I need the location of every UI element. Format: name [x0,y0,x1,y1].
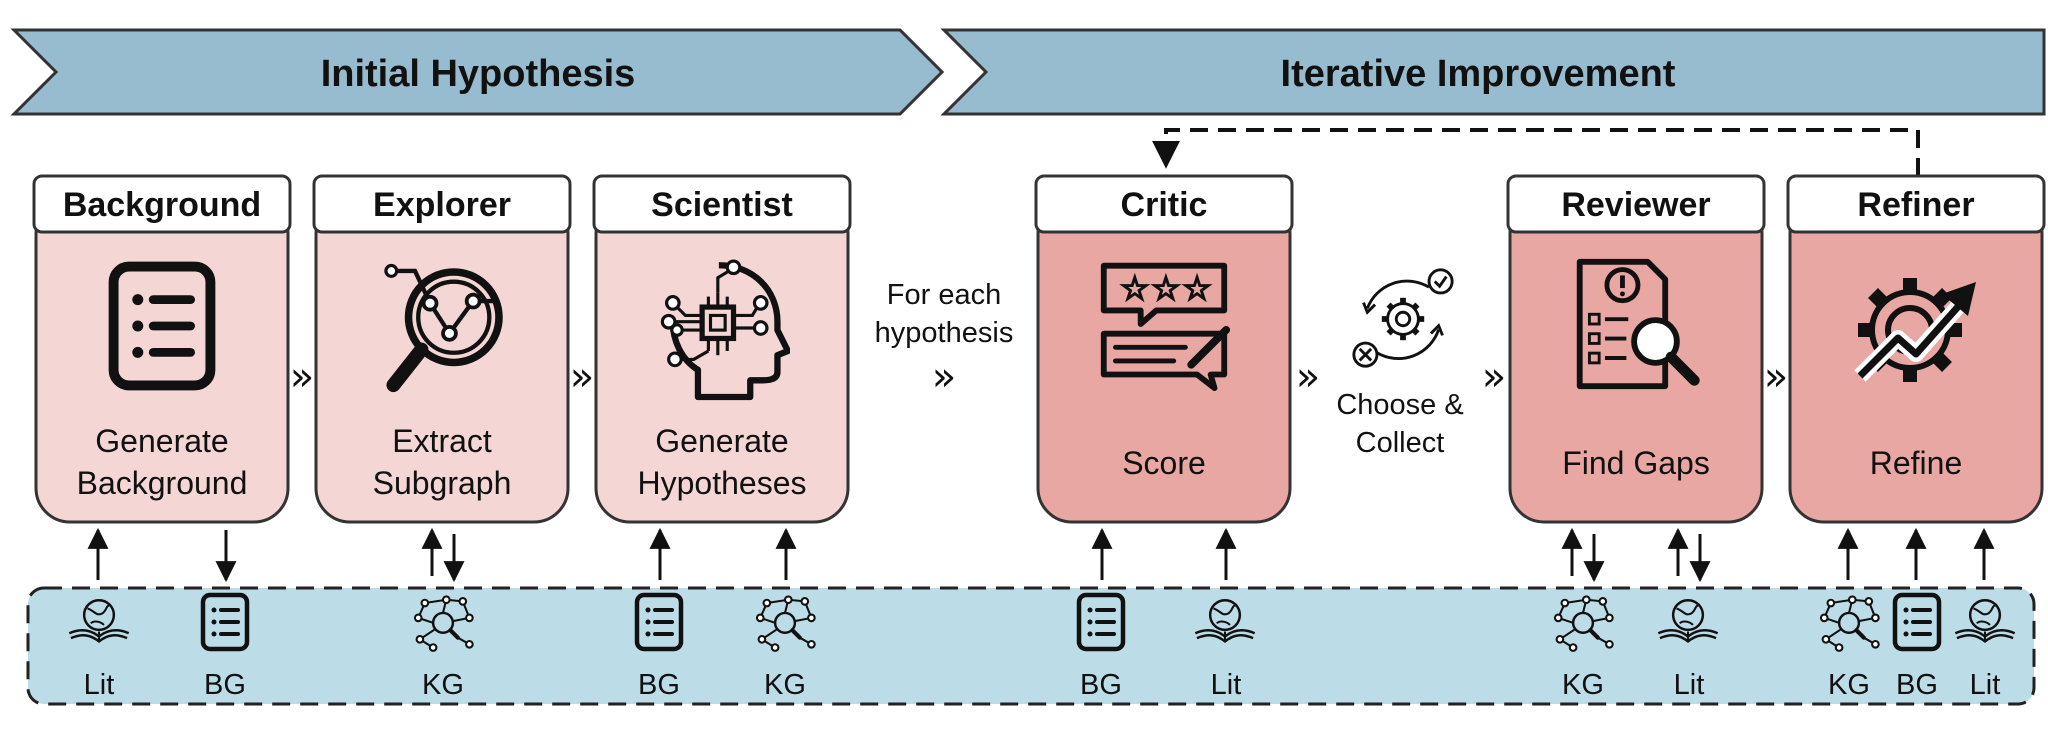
agent-action-line1: Find Gaps [1562,445,1710,481]
resource-label: Lit [1674,669,1705,701]
agent-action-line2: Subgraph [373,465,512,501]
resource-lit: Lit [1656,598,1720,701]
resource-kg: KG [1555,596,1613,701]
resource-label: Lit [1970,669,2001,701]
resource-label: BG [638,669,680,701]
resource-label: Lit [84,669,115,701]
agent-title: Scientist [651,186,793,224]
resource-kg: KG [1821,596,1879,701]
agent-card-reviewer: Reviewer Find Gaps [1506,174,1766,524]
agent-title: Refiner [1857,186,1974,224]
agent-action-line1: Generate [655,423,788,459]
double-chevron-icon: » [1764,354,1788,400]
agent-action-line2: Hypotheses [638,465,807,501]
resource-lit: Lit [1953,598,2017,701]
double-chevron-icon: » [290,354,314,400]
double-chevron-icon: » [1482,354,1506,400]
connector-arrows [87,527,1995,583]
agent-title: Critic [1121,186,1208,224]
agent-title: Reviewer [1561,186,1710,224]
resource-kg: KG [757,596,815,701]
agent-title: Background [63,186,261,224]
choose-label-line2: Collect [1356,427,1445,459]
resource-label: Lit [1211,669,1242,701]
resource-label: KG [422,669,464,701]
resource-bg: BG [637,595,681,701]
agent-card-refiner: Refiner Refine [1786,174,2046,524]
agent-action-line1: Score [1122,445,1206,481]
agent-action-line1: Generate [95,423,228,459]
resource-label: BG [1896,669,1938,701]
resource-label: KG [764,669,806,701]
agent-action-line1: Refine [1870,445,1963,481]
resource-bg: BG [1895,595,1939,701]
resource-lit: Lit [67,598,131,701]
agent-card-background: Background Generate Background [32,174,292,524]
resource-label: BG [204,669,246,701]
double-chevron-icon: » [1296,354,1320,400]
choose-label-line1: Choose & [1336,389,1463,421]
phase-title-iterative: Iterative Improvement [1281,53,1676,95]
agent-card-explorer: Explorer Extract Subgraph [312,174,572,524]
phase-banner-iterative: Iterative Improvement [940,28,2046,116]
phase-banner-initial: Initial Hypothesis [10,28,945,116]
agent-action-line1: Extract [392,423,492,459]
double-chevron-icon: » [570,354,594,400]
for-each-label-line1: For each [887,279,1001,311]
resource-band [26,586,2036,706]
phase-title-initial: Initial Hypothesis [321,53,636,95]
double-chevron-icon: » [932,354,956,400]
resource-bg: BG [203,595,247,701]
agent-action-line2: Background [77,465,248,501]
cycle-gear-icon [1354,270,1452,366]
agent-title: Explorer [373,186,511,224]
agent-card-critic: Critic Score [1034,174,1294,524]
resource-label: KG [1828,669,1870,701]
for-each-label-line2: hypothesis [875,317,1014,349]
resource-label: BG [1080,669,1122,701]
agent-card-scientist: Scientist Generate Hypotheses [592,174,852,524]
resource-kg: KG [415,596,473,701]
resource-bg: BG [1079,595,1123,701]
resource-lit: Lit [1193,598,1257,701]
resource-label: KG [1562,669,1604,701]
feedback-loop-arrow [1152,128,1920,176]
